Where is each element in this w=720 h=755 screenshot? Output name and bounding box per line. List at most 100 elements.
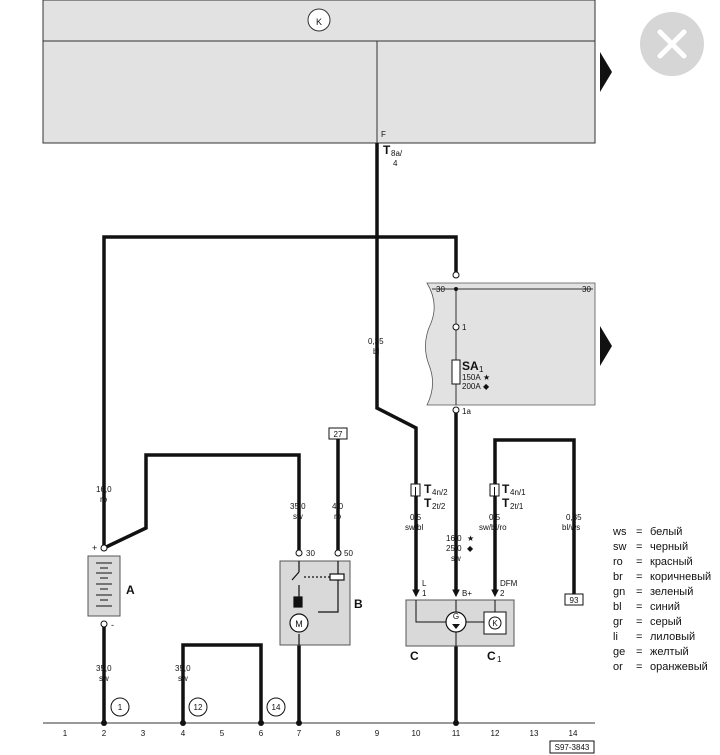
fuse-box-arrow-icon xyxy=(600,326,612,366)
ground-point-14-label: 14 xyxy=(272,703,281,712)
fuse-name: SA xyxy=(462,359,479,373)
wire-w3-gauge: 4,0 xyxy=(332,502,344,511)
wire-w8-gauge: 0,35 xyxy=(566,513,582,522)
legend-eq: = xyxy=(636,586,642,598)
gen-pin-dfm-arrow-icon xyxy=(491,589,499,598)
generator-label-c: C xyxy=(410,649,419,663)
gen-pin-b-arrow-icon xyxy=(452,589,460,598)
legend-name: белый xyxy=(650,526,682,538)
fuse-bus-junction xyxy=(454,287,458,291)
connector-t4n1-main: T xyxy=(502,482,510,496)
legend-code: ro xyxy=(613,556,623,568)
warning-lamp-symbol: K xyxy=(316,17,322,27)
battery-minus-terminal xyxy=(100,620,108,628)
ground-bus-junctions xyxy=(101,720,459,726)
wire-w6-gauge-1: 16,0 xyxy=(446,534,462,543)
bottom-number-13: 13 xyxy=(530,729,539,738)
connector-t8a-main: T xyxy=(383,143,391,157)
legend-name: лиловый xyxy=(650,631,695,643)
warning-lamp-icon xyxy=(307,8,331,32)
wire-w5-color: sw/bl xyxy=(405,523,423,532)
legend-eq: = xyxy=(636,616,642,628)
starter-pin30-terminal xyxy=(295,549,303,557)
wire-w10-gauge: 35,0 xyxy=(175,664,191,673)
fuse-box-terminal-top xyxy=(452,271,460,279)
legend-name: красный xyxy=(650,556,693,568)
connector-t4n1-sub: 4n/1 xyxy=(510,488,526,497)
legend-code: sw xyxy=(613,541,627,553)
wire-w5-gauge: 0,5 xyxy=(410,513,422,522)
generator-icon xyxy=(445,611,467,633)
starter-motor-icon xyxy=(289,613,309,633)
bottom-number-row: 1 2 3 4 5 6 7 8 9 10 11 12 13 14 xyxy=(63,729,578,738)
connector-t2t2-main: T xyxy=(424,496,432,510)
gen-pin-l-num: 1 xyxy=(422,589,427,598)
fuse-rating-2-mark: ◆ xyxy=(483,382,490,391)
wire-w7-gauge: 0,5 xyxy=(489,513,501,522)
ground-point-12-label: 12 xyxy=(194,703,203,712)
fuse-rating-1: 150A xyxy=(462,373,481,382)
bottom-number-4: 4 xyxy=(181,729,186,738)
wire-w6-mark-2: ◆ xyxy=(467,544,474,553)
fuse-rating-2: 200A xyxy=(462,382,481,391)
ground-point-12 xyxy=(188,697,208,717)
wire-w9-gauge: 35,0 xyxy=(96,664,112,673)
starter-pin30-label: 30 xyxy=(306,549,315,558)
legend-name: желтый xyxy=(650,646,689,658)
wire-generator-dfm xyxy=(493,438,576,594)
legend-eq: = xyxy=(636,571,642,583)
diagram-code-box xyxy=(549,740,595,754)
legend-name: зеленый xyxy=(650,586,693,598)
starter-motor-symbol: M xyxy=(295,619,303,629)
battery-plus-terminal xyxy=(100,544,108,552)
connector-t8a-sub: 8a/ xyxy=(391,149,403,158)
battery-plus-label: + xyxy=(92,543,97,553)
fuse-pin1a-terminal xyxy=(452,406,460,414)
fuse-box-panel xyxy=(425,282,596,406)
close-button[interactable] xyxy=(640,12,704,76)
battery-icon xyxy=(87,555,121,617)
legend-eq: = xyxy=(636,631,642,643)
gen-pin-dfm-label: DFM xyxy=(500,579,518,588)
legend-eq: = xyxy=(636,541,642,553)
legend-eq: = xyxy=(636,646,642,658)
starter-pin50-terminal xyxy=(334,549,342,557)
wire-w6-gauge-2: 25,0 xyxy=(446,544,462,553)
fuse-pin1-label: 1 xyxy=(462,323,467,332)
wire-w2-color: sw xyxy=(293,512,303,521)
wire-w6-mark-1: ★ xyxy=(467,534,474,543)
wire-w1-gauge: 16,0 xyxy=(96,485,112,494)
legend-eq: = xyxy=(636,526,642,538)
close-icon xyxy=(657,29,687,59)
regulator-symbol: K xyxy=(492,619,498,628)
legend-eq: = xyxy=(636,661,642,673)
fuse-icon xyxy=(451,359,461,385)
legend-code: ge xyxy=(613,646,625,658)
wire-starter-30 xyxy=(103,453,301,553)
gen-pin-l-arrow-icon xyxy=(412,589,420,598)
ref-box-27-label: 27 xyxy=(334,430,343,439)
ref-box-93-label: 93 xyxy=(570,596,579,605)
bottom-number-11: 11 xyxy=(452,729,461,738)
wire-w6-color: sw xyxy=(451,554,461,563)
legend-code: ws xyxy=(612,526,627,538)
fuse-bus-label-left: 30 xyxy=(436,285,445,294)
starter-label: B xyxy=(354,597,363,611)
legend-name: серый xyxy=(650,616,682,628)
bottom-number-5: 5 xyxy=(220,729,225,738)
generator-internal-icon xyxy=(415,600,496,646)
fuse-pin1-terminal xyxy=(452,323,460,331)
generator-diode-icon xyxy=(452,624,460,629)
fuse-bus-label-right: 30 xyxy=(582,285,591,294)
legend-name: коричневый xyxy=(650,571,711,583)
connector-t4n2-main: T xyxy=(424,482,432,496)
generator-symbol: G xyxy=(453,612,459,621)
top-module-pin-label: F xyxy=(381,130,386,139)
ref-box-27 xyxy=(328,427,348,440)
generator-label-c1-sub: 1 xyxy=(497,655,502,664)
wire-w4-color: bl xyxy=(373,347,379,356)
legend-code: li xyxy=(613,631,618,643)
fuse-name-sub: 1 xyxy=(479,365,484,374)
ground-point-1-label: 1 xyxy=(118,703,123,712)
wire-generator-l xyxy=(375,143,418,590)
